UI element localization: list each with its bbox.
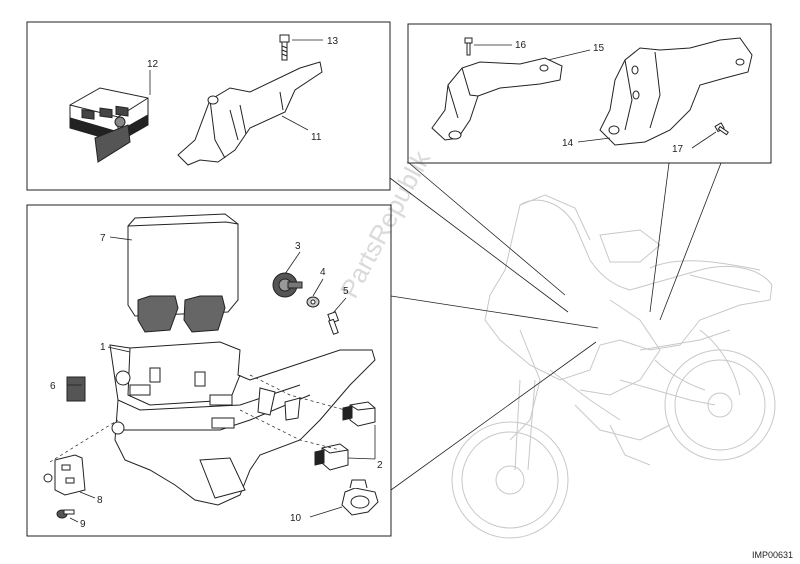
part-3-gear bbox=[272, 272, 303, 298]
part-17-screw bbox=[714, 122, 729, 136]
image-code: IMP00631 bbox=[752, 550, 793, 560]
callout-5: 5 bbox=[343, 286, 349, 297]
callout-13: 13 bbox=[327, 36, 339, 47]
callout-3: 3 bbox=[295, 241, 301, 252]
part-8-plate bbox=[43, 454, 86, 496]
part-14-bracket bbox=[599, 37, 753, 146]
detail-box-bottom-left bbox=[26, 204, 392, 537]
dashed-guides bbox=[49, 374, 346, 463]
part-13-bolt bbox=[279, 34, 290, 61]
part-4-spacer bbox=[306, 296, 320, 308]
part-12-fuse-holder bbox=[69, 87, 149, 163]
callout-1: 1 bbox=[100, 342, 106, 353]
part-2-connector-upper bbox=[342, 401, 376, 427]
part-16-screw bbox=[464, 37, 473, 56]
leader-lines-box-b bbox=[474, 44, 717, 149]
callout-4: 4 bbox=[320, 267, 326, 278]
callout-17: 17 bbox=[672, 144, 684, 155]
part-5-screw bbox=[327, 311, 340, 335]
part-6-pad bbox=[66, 376, 86, 402]
part-9-screw bbox=[56, 509, 75, 519]
callout-15: 15 bbox=[593, 43, 605, 54]
callout-8: 8 bbox=[97, 495, 103, 506]
callout-10: 10 bbox=[290, 513, 302, 524]
callout-2: 2 bbox=[377, 460, 383, 471]
front-wheel-outline bbox=[451, 421, 569, 539]
callout-14: 14 bbox=[562, 138, 574, 149]
leader-lines-box-a bbox=[149, 39, 323, 131]
watermark: PartsRepublik bbox=[334, 145, 437, 303]
detail-box-top-right bbox=[407, 23, 772, 164]
part-1-bracket-assembly bbox=[109, 341, 376, 506]
callout-16: 16 bbox=[515, 40, 527, 51]
callout-6: 6 bbox=[50, 381, 56, 392]
rear-wheel-outline bbox=[664, 349, 776, 461]
leader-lines-box-c bbox=[67, 236, 376, 523]
connector-lines bbox=[389, 162, 722, 491]
callout-11: 11 bbox=[311, 132, 322, 143]
callout-9: 9 bbox=[80, 519, 86, 530]
motorcycle-outline bbox=[451, 194, 776, 539]
part-2-connector-lower bbox=[314, 443, 349, 471]
detail-box-top-left bbox=[26, 21, 391, 191]
part-10-clamp bbox=[341, 479, 379, 516]
part-15-bracket bbox=[431, 57, 563, 141]
callout-7: 7 bbox=[100, 233, 106, 244]
part-7-ecu bbox=[127, 213, 239, 333]
callout-12: 12 bbox=[147, 59, 159, 70]
part-11-bracket bbox=[177, 61, 323, 166]
